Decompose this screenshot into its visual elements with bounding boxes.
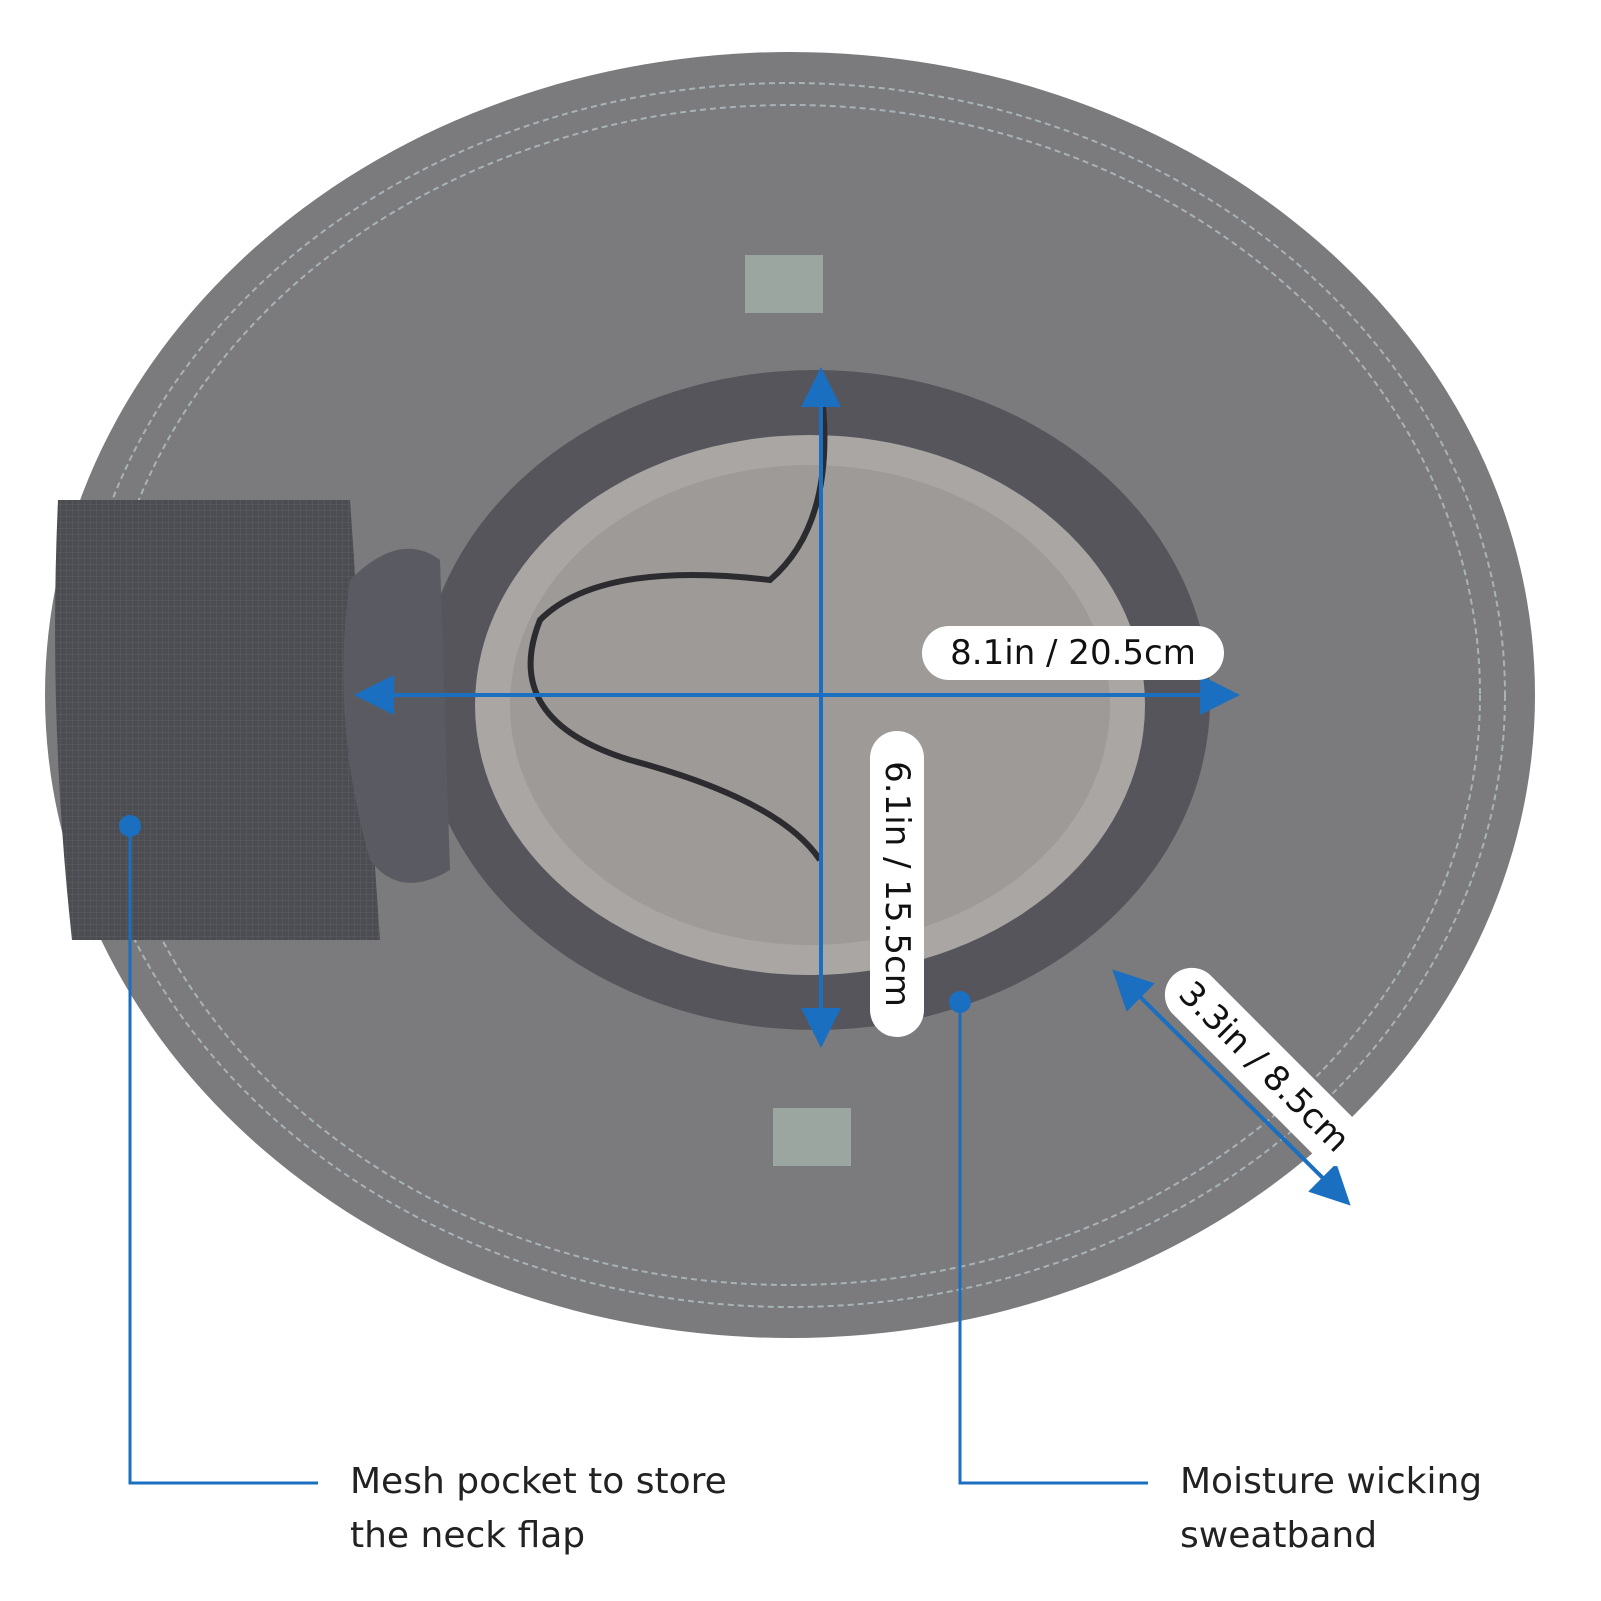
measurement-arrows bbox=[354, 367, 1351, 1206]
callout-dot-mesh bbox=[119, 815, 141, 837]
velcro-patch-top bbox=[745, 255, 823, 313]
mesh-pocket-callout-line1: Mesh pocket to store bbox=[350, 1461, 727, 1502]
velcro-patch-bottom bbox=[773, 1108, 851, 1166]
sweatband-callout-line2: sweatband bbox=[1180, 1515, 1378, 1556]
sweatband-callout-line1: Moisture wicking bbox=[1180, 1461, 1483, 1502]
sweatband-callout: Moisture wicking sweatband bbox=[1180, 1455, 1482, 1563]
flap-gather bbox=[343, 548, 450, 883]
mesh-pocket-callout: Mesh pocket to store the neck flap bbox=[350, 1455, 727, 1563]
brim-arrow bbox=[1112, 969, 1351, 1206]
mesh-pocket-callout-line2: the neck flap bbox=[350, 1515, 586, 1556]
callout-dot-sweatband bbox=[949, 991, 971, 1013]
width-label: 8.1in / 20.5cm bbox=[922, 626, 1224, 680]
depth-label: 6.1in / 15.5cm bbox=[870, 731, 924, 1037]
callout-lines bbox=[128, 826, 1148, 1485]
mesh-pocket bbox=[55, 500, 380, 940]
